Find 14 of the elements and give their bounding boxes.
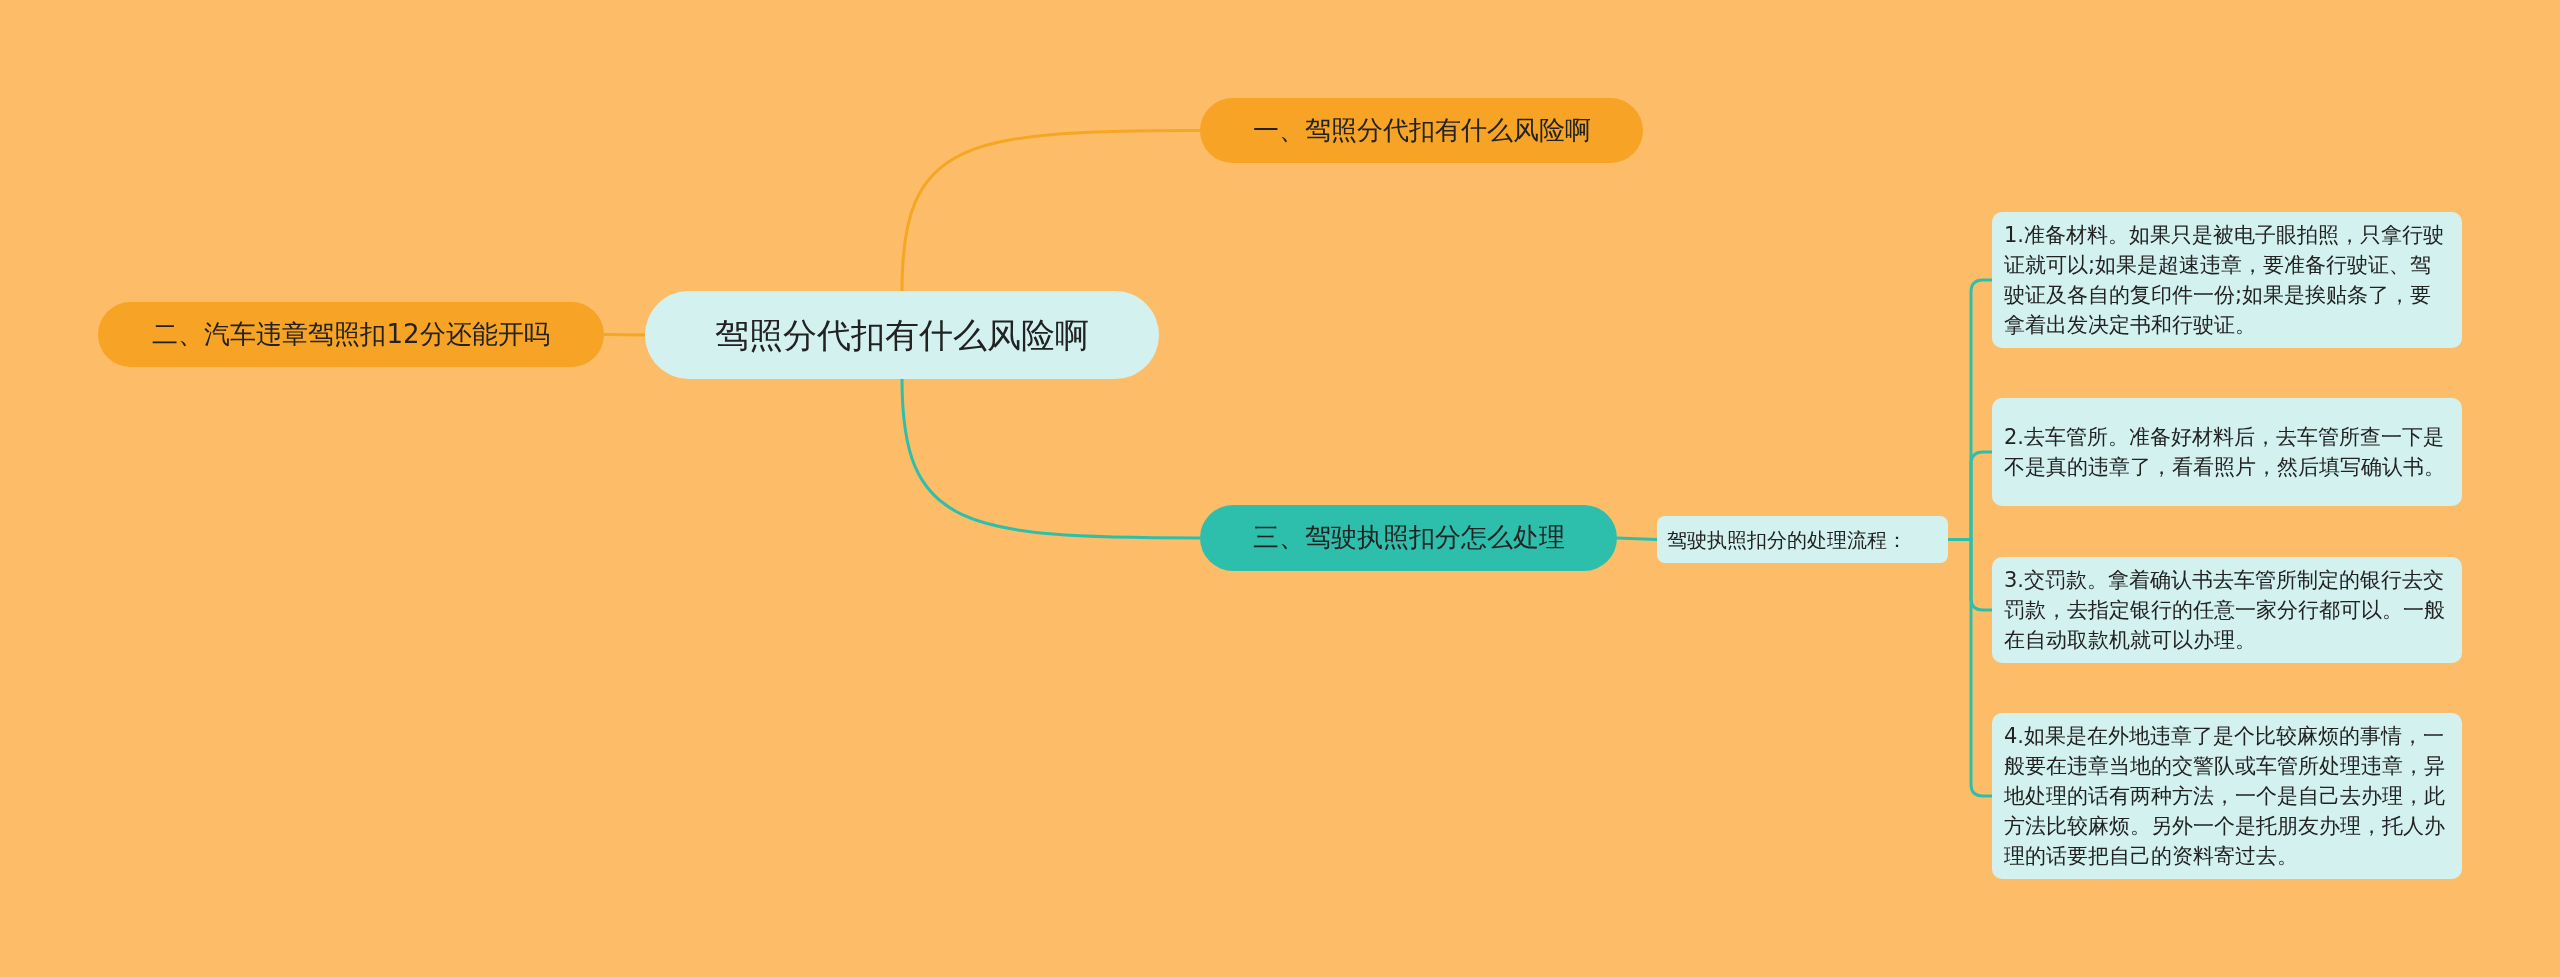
topic-box: 三、驾驶执照扣分怎么处理 [1200, 505, 1617, 571]
text-box: 4.如果是在外地违章了是个比较麻烦的事情，一般要在违章当地的交警队或车管所处理违章，异地处理的话有两种方法，一个是自己去办理，此方法比较麻烦。另外一个是托朋友办理，托人办理的话要把自己的资料寄过去。 [1992, 713, 2462, 879]
subtopic-box: 驾驶执照扣分的处理流程： [1657, 516, 1948, 563]
central-topic-box: 驾照分代扣有什么风险啊 [645, 291, 1159, 379]
connector-line [900, 129, 1200, 292]
topic-box: 一、驾照分代扣有什么风险啊 [1200, 98, 1643, 163]
topic-box: 二、汽车违章驾照扣12分还能开吗 [98, 302, 604, 367]
connector-line [900, 378, 1200, 540]
connector-line [603, 333, 646, 337]
text-box: 3.交罚款。拿着确认书去车管所制定的银行去交罚款，去指定银行的任意一家分行都可以。一般在自动取款机就可以办理。 [1992, 557, 2462, 663]
connector-line [1948, 538, 1992, 798]
text-box: 1.准备材料。如果只是被电子眼拍照，只拿行驶证就可以;如果是超速违章，要准备行驶证、驾驶证及各自的复印件一份;如果是挨贴条了，要拿着出发决定书和行驶证。 [1992, 212, 2462, 348]
text-box: 2.去车管所。准备好材料后，去车管所查一下是不是真的违章了，看看照片，然后填写确认书。 [1992, 398, 2462, 506]
connector-line [1616, 536, 1658, 541]
